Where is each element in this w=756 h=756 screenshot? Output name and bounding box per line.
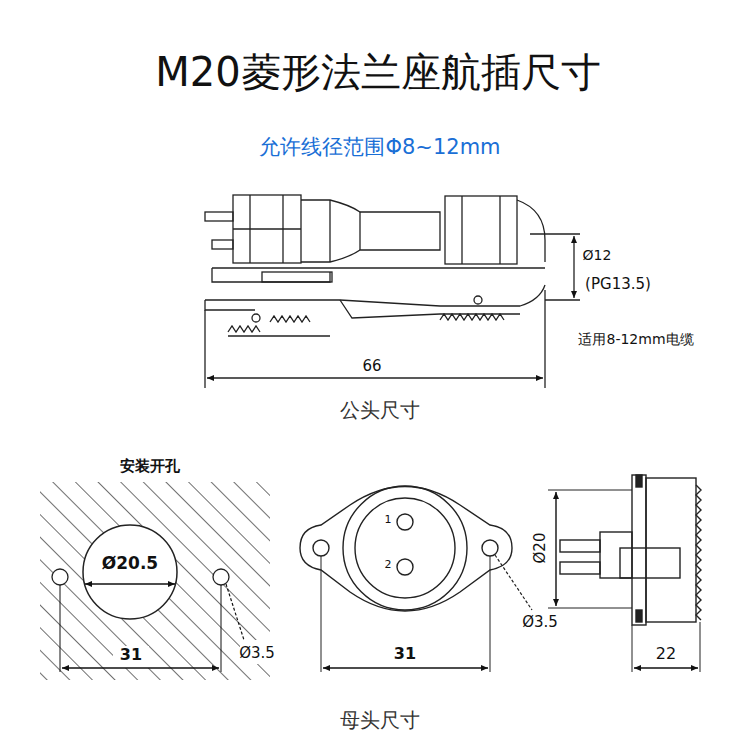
subtitle: 允许线径范围Φ8~12mm (259, 136, 500, 159)
dimension: Ø12 (583, 248, 612, 263)
title: M20菱形法兰座航插尺寸 (155, 50, 600, 94)
dimension: 31 (120, 646, 142, 664)
dimension: 66 (362, 358, 381, 375)
dimension: Ø3.5 (239, 645, 275, 662)
male-connector (205, 195, 580, 388)
pin-number: 1 (385, 514, 392, 526)
pin-number: 2 (385, 559, 392, 571)
female-side-view (548, 475, 701, 672)
dimension: Ø3.5 (522, 614, 558, 631)
note: 适用8-12mm电缆 (578, 332, 693, 347)
female-flange (300, 486, 532, 672)
view-caption: 母头尺寸 (340, 709, 420, 731)
dimension: Ø20.5 (102, 554, 158, 573)
mounting-hole (40, 482, 270, 680)
dimension: Ø20 (532, 533, 549, 564)
thread-spec: (PG13.5) (585, 276, 651, 293)
view-caption: 公头尺寸 (340, 399, 420, 421)
dimension: 22 (656, 645, 676, 663)
dimension: 31 (394, 645, 416, 663)
section-heading: 安装开孔 (120, 458, 180, 475)
